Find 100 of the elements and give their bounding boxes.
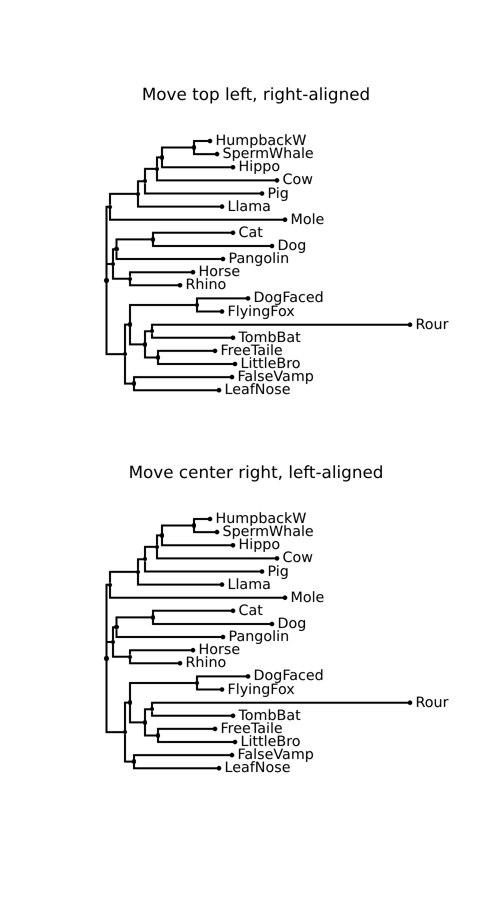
branch-line <box>196 306 224 314</box>
taxon-label: Llama <box>224 198 271 215</box>
branch-line <box>116 629 226 640</box>
branch-line <box>196 674 250 681</box>
taxon-label: Llama <box>224 576 271 593</box>
node-dot-icon <box>122 730 128 734</box>
branch-line <box>129 270 196 277</box>
branch-line <box>157 348 218 356</box>
branch-line <box>156 548 280 561</box>
branch-line <box>116 251 226 262</box>
branch-line <box>137 574 224 587</box>
node-dot-icon <box>156 355 160 360</box>
branch-line <box>109 586 288 600</box>
branch-line <box>124 356 132 385</box>
taxon-label: DogFaced <box>250 290 324 306</box>
branch-line <box>129 704 143 724</box>
branch-line <box>196 684 224 692</box>
branch-line <box>137 558 143 570</box>
branch-line <box>106 262 111 278</box>
branch-line <box>151 322 412 330</box>
taxon-label: Mole <box>288 212 324 228</box>
node-dot-icon <box>104 656 109 661</box>
branch-line <box>151 700 412 708</box>
node-dot-icon <box>136 192 140 196</box>
node-dot-icon <box>154 544 160 550</box>
branch-line <box>133 386 222 392</box>
node-dot-icon <box>114 247 119 252</box>
branch-line <box>144 561 264 574</box>
branch-line <box>137 196 224 209</box>
branch-line <box>137 180 143 192</box>
node-dot-icon <box>128 276 132 281</box>
branch-line <box>152 619 274 626</box>
branch-line <box>144 346 156 358</box>
branch-line <box>144 546 155 558</box>
branch-line <box>193 138 212 146</box>
branch-line <box>193 516 212 524</box>
branch-line <box>152 230 236 238</box>
branch-line <box>109 192 136 205</box>
node-dot-icon <box>154 166 160 172</box>
node-dot-icon <box>192 523 196 528</box>
node-dot-icon <box>194 680 200 686</box>
node-dot-icon <box>128 700 132 705</box>
branch-line <box>133 374 234 382</box>
taxon-label: Cow <box>280 172 313 188</box>
branch-line <box>156 170 280 183</box>
branch-line <box>112 626 114 640</box>
branch-line <box>151 711 236 718</box>
branch-line <box>161 146 192 156</box>
node-dot-icon <box>104 278 109 283</box>
branch-line <box>106 660 123 734</box>
node-dot-icon <box>128 654 132 659</box>
branch-line <box>157 726 218 734</box>
branch-line <box>129 304 195 323</box>
branch-line <box>106 282 123 356</box>
branch-line <box>193 528 220 534</box>
taxon-label: DogFaced <box>250 668 324 684</box>
branch-line <box>161 537 236 548</box>
branch-line <box>129 648 196 655</box>
branch-line <box>129 280 182 288</box>
branch-line <box>116 238 151 248</box>
branch-line <box>112 644 128 658</box>
branch-line <box>161 159 236 170</box>
node-dot-icon <box>160 155 164 160</box>
branch-line <box>152 608 236 616</box>
taxon-label: HumpbackW <box>212 133 306 149</box>
branch-line <box>196 296 250 303</box>
branch-line <box>144 724 156 736</box>
node-dot-icon <box>194 302 200 308</box>
taxon-label: Rhino <box>182 655 226 672</box>
branch-line <box>109 208 288 222</box>
branch-line <box>133 752 234 760</box>
taxon-label: Pig <box>264 564 289 580</box>
node-dot-icon <box>136 570 140 574</box>
node-dot-icon <box>142 342 148 347</box>
node-dot-icon <box>132 759 136 764</box>
node-dot-icon <box>150 329 154 334</box>
taxon-label: Rour <box>412 316 448 333</box>
taxon-label: Pig <box>264 186 289 202</box>
branch-line <box>151 333 236 340</box>
node-dot-icon <box>156 733 160 738</box>
node-dot-icon <box>150 707 154 712</box>
node-dot-icon <box>160 533 164 538</box>
branch-line <box>129 658 182 666</box>
node-dot-icon <box>142 720 148 725</box>
branch-line <box>106 640 111 656</box>
branch-line <box>124 702 128 730</box>
node-dot-icon <box>150 615 156 620</box>
branch-line <box>157 359 238 366</box>
taxon-label: FlyingFox <box>224 304 295 320</box>
branch-line <box>156 534 160 545</box>
branch-line <box>161 524 192 534</box>
branch-line <box>129 682 195 701</box>
branch-line <box>109 570 136 583</box>
node-dot-icon <box>128 322 132 327</box>
branch-line <box>124 734 132 763</box>
branch-line <box>156 156 160 167</box>
branch-line <box>129 326 143 346</box>
taxon-label: Rour <box>412 694 448 711</box>
node-dot-icon <box>108 204 112 209</box>
taxon-label: Rhino <box>182 277 226 294</box>
